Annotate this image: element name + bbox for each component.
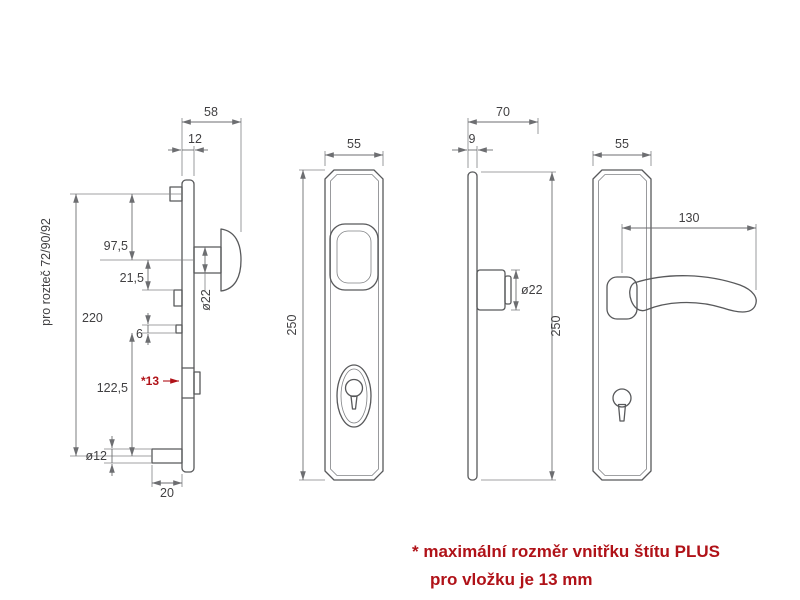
handle-stub bbox=[504, 275, 512, 305]
cylinder-hole-slot bbox=[617, 403, 627, 422]
security-escutcheon-inner bbox=[340, 368, 368, 424]
bottom-screw-sleeve bbox=[151, 448, 183, 464]
footnote-line-1: * maximální rozměr vnitřku štítu PLUS bbox=[412, 542, 720, 561]
note-13: *13 bbox=[141, 374, 159, 388]
dim-21-5: 21,5 bbox=[120, 271, 144, 285]
handle-rosette bbox=[606, 276, 638, 320]
dim-220: 220 bbox=[82, 311, 103, 325]
front-view-lever-plate: 55 130 bbox=[592, 137, 757, 481]
cylinder-cavity-detail bbox=[181, 367, 201, 399]
plate-profile bbox=[181, 179, 195, 473]
dim-55: 55 bbox=[347, 137, 361, 151]
dimension-lines-left-view bbox=[73, 119, 242, 486]
knob-front bbox=[329, 223, 379, 291]
extension-lines-slim-view bbox=[467, 118, 556, 481]
plate-outline bbox=[592, 169, 652, 481]
dim-knob-diameter: ø22 bbox=[199, 289, 213, 311]
side-view-slim-plate: 70 9 ø22 250 bbox=[452, 105, 563, 481]
extension-lines-knob-view bbox=[299, 151, 384, 481]
dim-130: 130 bbox=[679, 211, 700, 225]
dim-9: 9 bbox=[469, 132, 476, 146]
dim-neck-diameter: ø22 bbox=[521, 283, 543, 297]
security-escutcheon bbox=[336, 364, 372, 428]
footnote: * maximální rozměr vnitřku štítu PLUS pr… bbox=[412, 542, 720, 589]
knob-front-inner bbox=[336, 230, 372, 284]
cylinder-hole-circle bbox=[612, 388, 632, 408]
dim-250: 250 bbox=[285, 315, 299, 336]
extension-lines-lever-view bbox=[592, 151, 757, 290]
dim-6: 6 bbox=[136, 327, 143, 341]
mid-fixing-boss bbox=[173, 289, 183, 307]
dim-250: 250 bbox=[549, 316, 563, 337]
dim-screw-diameter: ø12 bbox=[85, 449, 107, 463]
dim-20: 20 bbox=[160, 486, 174, 500]
dim-70: 70 bbox=[496, 105, 510, 119]
footnote-line-2: pro vložku je 13 mm bbox=[430, 570, 593, 589]
spacing-label: pro rozteč 72/90/92 bbox=[39, 218, 53, 326]
dim-12: 12 bbox=[188, 132, 202, 146]
lever-handle bbox=[629, 275, 757, 313]
plate-outline bbox=[324, 169, 384, 481]
dim-58: 58 bbox=[204, 105, 218, 119]
knob-cap-profile bbox=[220, 228, 242, 292]
dim-55: 55 bbox=[615, 137, 629, 151]
front-view-knob-plate: 55 250 bbox=[285, 137, 384, 481]
slim-plate-profile bbox=[467, 171, 478, 481]
plate-bevel bbox=[330, 174, 379, 476]
dim-97-5: 97,5 bbox=[104, 239, 128, 253]
knob-stem-profile bbox=[193, 246, 222, 274]
dim-122-5: 122,5 bbox=[97, 381, 128, 395]
handle-neck-block bbox=[476, 269, 506, 311]
small-fixing bbox=[175, 324, 183, 334]
keyhole-circle bbox=[344, 378, 364, 398]
plate-bevel bbox=[598, 174, 647, 476]
side-view-knob-plate: 58 12 220 97,5 21,5 6 122,5 ø22 ø12 20 *… bbox=[39, 105, 242, 500]
keyhole-slot bbox=[350, 395, 358, 410]
extension-lines-left-view bbox=[70, 118, 242, 487]
